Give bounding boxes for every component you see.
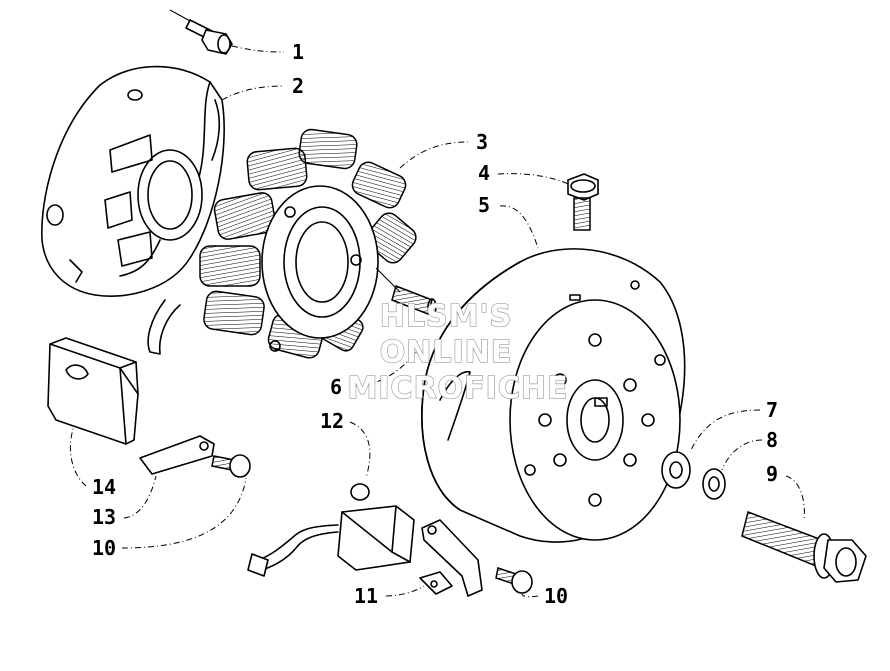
stator-plate-part bbox=[41, 65, 225, 297]
flywheel-part bbox=[421, 248, 686, 543]
callout-3: 3 bbox=[476, 130, 488, 154]
washer-part bbox=[661, 451, 691, 489]
callout-14: 14 bbox=[92, 475, 116, 499]
watermark-line-3: MICROFICHE bbox=[348, 371, 569, 406]
watermark-line-1: HLSM'S bbox=[380, 299, 512, 334]
callout-9: 9 bbox=[766, 462, 778, 486]
callout-4: 4 bbox=[478, 161, 490, 185]
callout-13: 13 bbox=[92, 505, 116, 529]
clip-part bbox=[139, 435, 215, 475]
lock-washer-part bbox=[702, 468, 726, 500]
callout-1: 1 bbox=[292, 40, 304, 64]
plate-part bbox=[47, 337, 139, 445]
callouts: 1 2 3 4 5 6 12 7 8 9 14 13 10 11 10 bbox=[92, 40, 778, 608]
long-screw-part bbox=[375, 267, 437, 316]
callout-12: 12 bbox=[320, 409, 344, 433]
callout-2: 2 bbox=[292, 74, 304, 98]
bracket-part bbox=[419, 519, 483, 597]
callout-7: 7 bbox=[766, 398, 778, 422]
screw-right-part bbox=[495, 567, 533, 594]
callout-10-right: 10 bbox=[544, 584, 568, 608]
callout-8: 8 bbox=[766, 428, 778, 452]
flange-bolt-part bbox=[741, 511, 867, 583]
callout-10-left: 10 bbox=[92, 536, 116, 560]
callout-6: 6 bbox=[330, 375, 342, 399]
bolt-top-part bbox=[169, 9, 233, 55]
callout-11: 11 bbox=[354, 584, 378, 608]
watermark-line-2: ONLINE bbox=[380, 335, 513, 370]
leader-lines bbox=[69, 45, 805, 598]
screw-left-part bbox=[211, 454, 251, 478]
stator-coil-part bbox=[147, 128, 417, 359]
watermark: HLSM'S ONLINE MICROFICHE bbox=[347, 298, 569, 406]
bolt-small-part bbox=[567, 173, 599, 231]
pulser-module-part bbox=[247, 483, 415, 577]
callout-5: 5 bbox=[478, 193, 490, 217]
